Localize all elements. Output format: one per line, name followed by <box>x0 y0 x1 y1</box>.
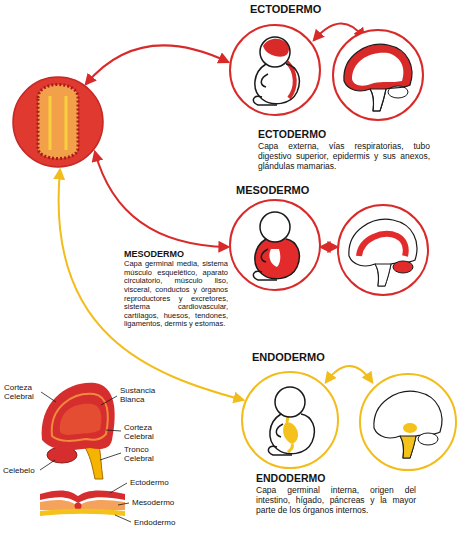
leader-line <box>101 396 117 405</box>
arrow <box>59 170 243 400</box>
embryo-figure <box>260 37 290 67</box>
circle-frame <box>230 25 320 115</box>
layer-description: Capa externa, vías respiratorias, tubo d… <box>258 142 430 171</box>
circle-frame <box>333 30 423 120</box>
brain-figure <box>352 53 403 86</box>
brain-stem <box>84 446 103 479</box>
part-label: Endodermo <box>134 518 175 527</box>
arrow <box>86 45 228 84</box>
brain-figure <box>359 234 406 256</box>
embryo-figure <box>283 422 298 444</box>
brain-figure <box>375 264 391 286</box>
leader-line <box>41 392 56 402</box>
leader-line <box>118 503 129 505</box>
embryo-figure <box>268 387 314 455</box>
germ-layers-section <box>40 490 125 516</box>
embryo-figure <box>275 387 305 417</box>
circle-frame <box>242 372 338 468</box>
brain-figure <box>344 44 412 111</box>
embryo-figure <box>230 25 320 115</box>
embryo-figure <box>242 372 338 468</box>
circle-frame <box>338 205 428 295</box>
embryo-figure <box>260 212 290 242</box>
embryo-figure <box>269 249 280 267</box>
cortex <box>60 404 102 435</box>
embryo-figure <box>260 212 290 242</box>
leader-lines <box>40 392 131 522</box>
layer-heading: MESODERMO <box>236 184 309 197</box>
embryo-figure <box>253 74 277 105</box>
embryo-figure <box>268 424 292 455</box>
embryo-figure <box>230 200 320 290</box>
part-label: Mesodermo <box>132 498 174 507</box>
germ-disc <box>13 77 103 167</box>
layer-description: Capa germinal interna, origen del intest… <box>256 486 416 515</box>
white-matter <box>52 394 108 441</box>
embryo-figure <box>260 37 290 67</box>
layer-heading: ENDODERMO <box>252 351 325 364</box>
brain-figure <box>333 30 423 120</box>
part-label: Corteza Celebral <box>124 423 174 441</box>
layer-title: ECTODERMO <box>258 128 326 140</box>
arrows <box>59 23 372 400</box>
layer-heading: ECTODERMO <box>250 3 321 16</box>
embryo-figure <box>253 37 299 105</box>
embryo-figure <box>287 416 293 452</box>
part-label: Corteza Celebral <box>4 383 46 401</box>
leader-line <box>110 483 127 493</box>
embryo-figure <box>275 387 305 417</box>
circle-frame <box>230 200 320 290</box>
brain-figure <box>393 261 413 273</box>
brain-figure <box>374 391 442 458</box>
brain-figure <box>338 205 428 295</box>
layer-description: Capa germinal media, sistema músculo esq… <box>124 260 228 329</box>
endoderm-layer <box>40 509 125 516</box>
part-label: Celebelo <box>3 466 35 475</box>
germ-disc <box>50 96 66 150</box>
part-label: Ectodermo <box>130 478 169 487</box>
part-label: Tronco Celebral <box>124 445 174 463</box>
embryo-figure <box>253 212 299 280</box>
embryo-figure <box>253 249 277 280</box>
brain-figure <box>344 44 412 111</box>
germ-disc <box>13 77 103 167</box>
neural-tube <box>75 503 82 510</box>
brain-section <box>42 383 115 479</box>
leader-line <box>100 453 121 460</box>
arrow <box>326 366 372 382</box>
layer-title: MESODERMO <box>124 249 184 259</box>
cortex <box>42 383 115 450</box>
brain-figure <box>360 374 456 470</box>
brain-figure <box>400 436 416 458</box>
brain-figure <box>403 423 417 433</box>
part-label: Sustancia Blanca <box>120 386 170 404</box>
arrow <box>321 246 337 248</box>
layer-title: ENDODERMO <box>256 472 325 484</box>
brain-figure <box>349 219 417 286</box>
germ-disc <box>38 85 78 159</box>
leader-line <box>106 430 121 431</box>
leader-line <box>40 460 55 470</box>
arrow <box>95 152 228 247</box>
brain-figure <box>418 433 438 445</box>
mesoderm-layer <box>40 500 125 510</box>
circle-frame <box>360 374 456 470</box>
leader-line <box>115 515 131 522</box>
